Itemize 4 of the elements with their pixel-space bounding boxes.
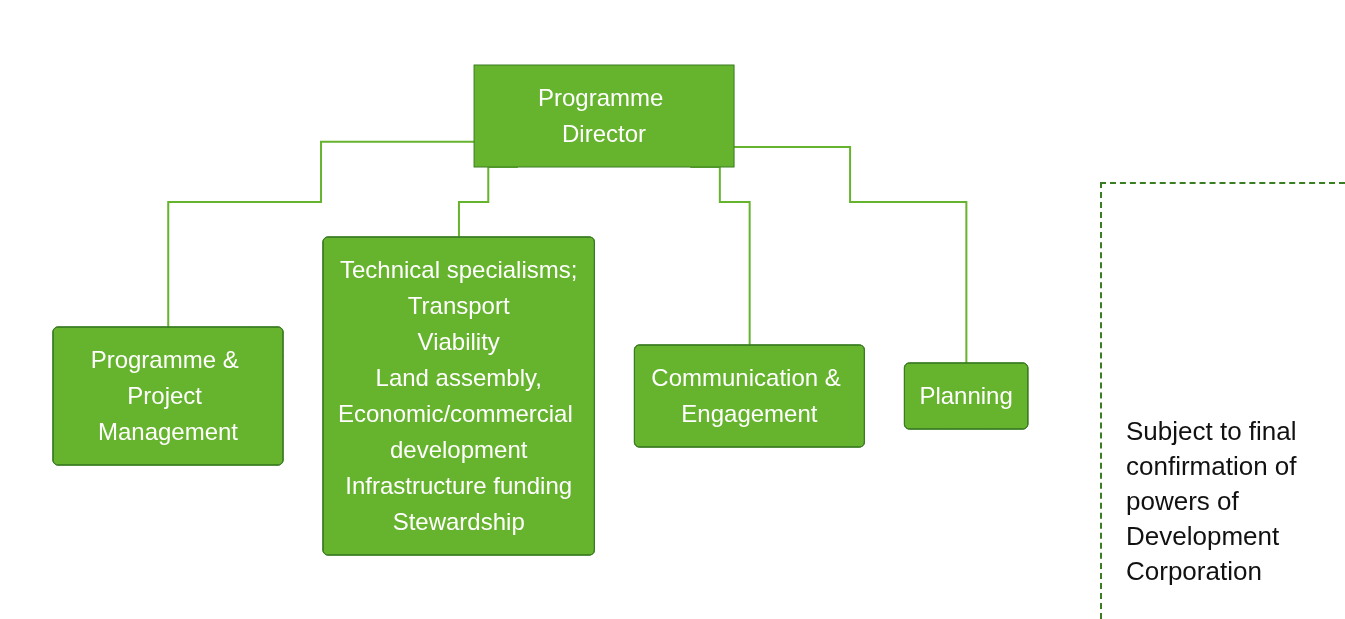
connector (732, 145, 968, 364)
note-text: Subject to final confirmation of powers of Development Corporation (1126, 415, 1298, 589)
node-box: Programme Director (473, 64, 735, 167)
connector (166, 140, 475, 328)
